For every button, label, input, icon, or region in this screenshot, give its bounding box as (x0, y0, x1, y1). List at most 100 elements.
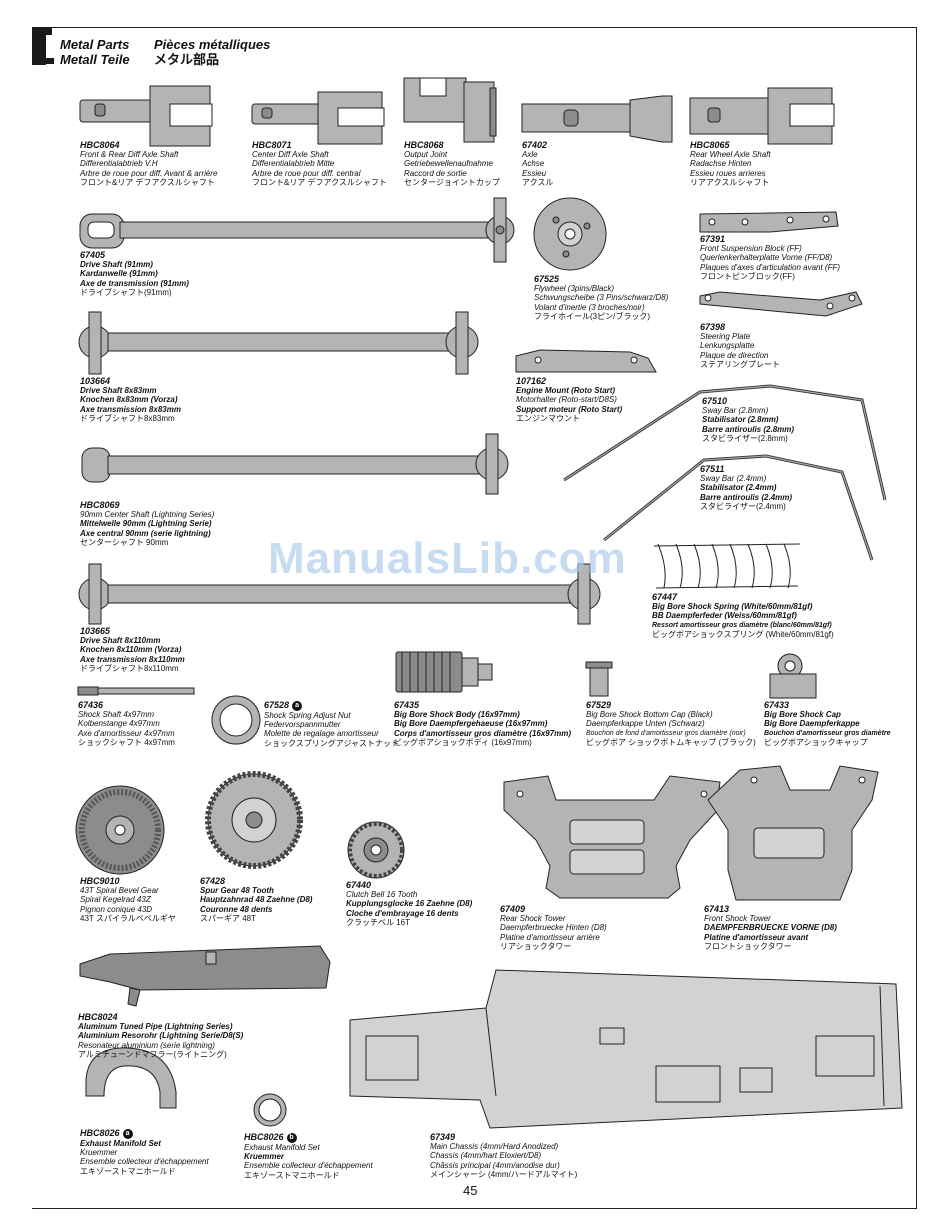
part-number: 103664 (80, 376, 111, 386)
label-en: 43T Spiral Bevel Gear (80, 886, 159, 895)
main-chassis-drawing (349, 969, 903, 1129)
part-number: 67349 (430, 1132, 456, 1142)
label-jp: エキゾーストマニホールド (80, 1166, 176, 1176)
label-de: Getriebewellenaufnahme (404, 159, 493, 169)
label-en: Big Bore Shock Spring (White/60mm/81gf) (652, 602, 813, 611)
corner-tab-bottom (32, 58, 54, 64)
label-jp: ショックシャフト 4x97mm (78, 737, 175, 747)
variant-badge: b (286, 1132, 297, 1143)
label-jp: スタビライザー(2.8mm) (702, 433, 788, 443)
label-jp: フロントピンブロック(FF) (700, 271, 795, 281)
label-jp: ドライブシャフト8x83mm (80, 413, 175, 423)
part-number: HBC8065 (690, 140, 730, 150)
label-fr: Ensemble collecteur d'échappement (80, 1157, 209, 1167)
part-hbc8069: HBC8069 90mm Center Shaft (Lightning Ser… (80, 500, 214, 547)
label-fr: Resonateur aluminium (serie lightning) (78, 1040, 215, 1050)
label-de: Kruemmer (244, 1151, 285, 1161)
label-jp: ビッグボアショックボディ (16x97mm) (394, 737, 532, 747)
label-fr: Bouchon de fond d'amortisseur gros diamè… (586, 729, 746, 737)
watermark: ManualsLib.com (268, 534, 627, 583)
header-en: Metal Parts (60, 37, 130, 52)
shock-body-drawing (395, 651, 493, 693)
label-en: Rear Wheel Axle Shaft (690, 150, 771, 159)
label-de: Knochen 8x110mm (Vorza) (80, 645, 182, 655)
label-en: Steering Plate (700, 332, 751, 341)
part-67409: 67409 Rear Shock Tower Daempferbruecke H… (500, 904, 607, 951)
label-de: Hauptzahnrad 48 Zaehne (D8) (200, 895, 313, 905)
label-de: Differentialabtrieb V.H (80, 159, 158, 169)
part-number: HBC8069 (80, 500, 120, 510)
label-en: 90mm Center Shaft (Lightning Series) (80, 510, 215, 519)
header-jp: メタル部品 (154, 52, 220, 67)
label-fr: Axe central 90mm (serie lightning) (80, 528, 211, 538)
label-fr: Axe de transmission (91mm) (80, 278, 189, 288)
part-hbc8071: HBC8071 Center Diff Axle Shaft Different… (252, 140, 387, 187)
label-fr: Ressort amortisseur gros diamètre (blanc… (652, 621, 832, 629)
part-number: 107162 (516, 376, 547, 386)
part-number: HBC8026 (80, 1128, 120, 1138)
part-67413: 67413 Front Shock Tower DAEMPFERBRUECKE … (704, 904, 837, 951)
label-fr: Couronne 48 dents (200, 904, 273, 914)
shock-spring-drawing (653, 543, 801, 589)
label-fr: Essieu roues arrieres (690, 168, 766, 178)
part-number: 67391 (700, 234, 726, 244)
rear-wheel-axle-drawing (689, 87, 835, 145)
label-en: Clutch Bell 16 Tooth (346, 890, 418, 899)
label-jp: アクスル (522, 177, 554, 187)
corner-tab (32, 27, 46, 65)
engine-mount-drawing (515, 349, 657, 373)
part-67349: 67349 Main Chassis (4mm/Hard Anodized) C… (430, 1132, 577, 1179)
part-number: 67409 (500, 904, 526, 914)
output-joint-drawing (403, 77, 497, 143)
label-de: Knochen 8x83mm (Vorza) (80, 395, 178, 405)
label-fr: Axe d'amortisseur 4x97mm (78, 728, 175, 738)
shock-bottom-cap-drawing (585, 661, 613, 697)
label-fr: Support moteur (Roto Start) (516, 404, 623, 414)
part-number: 67428 (200, 876, 226, 886)
label-fr: Plaques d'axes d'articulation avant (FF) (700, 262, 841, 272)
label-en: Rear Shock Tower (500, 914, 566, 923)
part-103665: 103665 Drive Shaft 8x110mm Knochen 8x110… (80, 626, 185, 673)
label-fr: Bouchon d'amortisseur gros diamètre (764, 729, 891, 737)
label-en: Shock Shaft 4x97mm (78, 710, 155, 719)
part-107162: 107162 Engine Mount (Roto Start) Motorha… (516, 376, 622, 423)
center-diff-axle-drawing (251, 91, 385, 145)
part-67398: 67398 Steering Plate Lenkungsplatte Plaq… (700, 322, 780, 369)
variant-badge: a (292, 700, 303, 711)
part-67525: 67525 Flywheel (3pins/Black) Schwungsche… (534, 274, 668, 321)
label-jp: ビッグボアショックスプリング (White/60mm/81gf) (652, 629, 834, 639)
label-fr: Cloche d'embrayage 16 dents (346, 908, 459, 918)
label-en: Front & Rear Diff Axle Shaft (80, 150, 179, 159)
label-en: Big Bore Shock Bottom Cap (Black) (586, 710, 713, 719)
variant-badge: a (122, 1128, 133, 1139)
part-67436: 67436 Shock Shaft 4x97mm Kolbenstange 4x… (78, 700, 175, 747)
label-fr: Corps d'amortisseur gros diamètre (16x97… (394, 728, 572, 738)
corner-tab-top (32, 27, 52, 35)
part-number: 67405 (80, 250, 106, 260)
label-en: Sway Bar (2.8mm) (702, 406, 769, 415)
sway-bar-28-drawing (563, 384, 887, 501)
part-67428: 67428 Spur Gear 48 Tooth Hauptzahnrad 48… (200, 876, 312, 923)
sway-bar-24-drawing (603, 454, 874, 561)
label-fr: Axe transmission 8x110mm (80, 654, 185, 664)
part-number: HBC8024 (78, 1012, 118, 1022)
label-en: Exhaust Manifold Set (80, 1138, 161, 1148)
label-en: Big Bore Shock Cap (764, 710, 841, 719)
label-en: Front Suspension Block (FF) (700, 244, 802, 253)
label-jp: ステアリングプレート (700, 359, 780, 369)
label-jp: メインシャーシ (4mm/ハードアルマイト) (430, 1169, 578, 1179)
part-number: HBC8068 (404, 140, 444, 150)
steering-plate-drawing (699, 291, 863, 317)
label-en: Output Joint (404, 150, 448, 159)
label-de: Radachse Hinten (690, 159, 752, 169)
part-number: 67402 (522, 140, 548, 150)
label-jp: リアショックタワー (500, 941, 572, 951)
label-en: Spur Gear 48 Tooth (200, 886, 274, 895)
bevel-gear-drawing (75, 785, 165, 875)
label-jp: ショックスプリングアジャストナット (264, 738, 400, 748)
label-en: Drive Shaft 8x83mm (80, 386, 157, 395)
suspension-block-drawing (699, 211, 839, 233)
